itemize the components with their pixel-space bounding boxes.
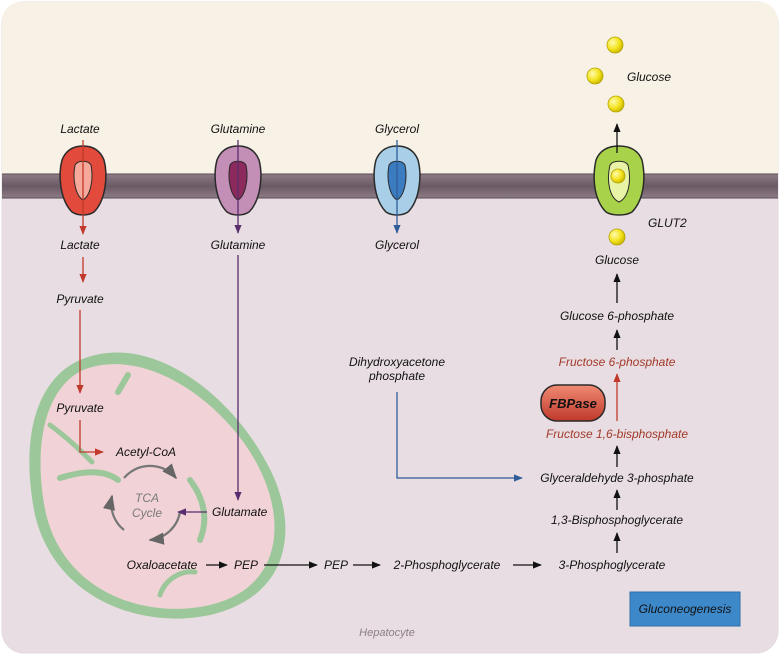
tca-label-line1: TCA [135,491,159,505]
mitochondrion [29,352,286,619]
pep-cytosol-label: PEP [324,558,348,572]
fructose-1-6-bisphosphate-label: Fructose 1,6-bisphosphate [546,427,688,441]
lactate-outside-label: Lactate [60,122,100,136]
1-3-bisphosphoglycerate-label: 1,3-Bisphosphoglycerate [551,513,683,527]
fbpase-enzyme: FBPase [540,384,606,422]
pathway-arrows [76,123,621,569]
glucose-outside-label: Glucose [627,70,671,84]
labels: Lactate Glutamine Glycerol Glucose Lacta… [56,70,694,639]
glucose-inside-label: Glucose [595,253,639,267]
glycerol-inside-label: Glycerol [375,238,419,252]
pyruvate-mito-label: Pyruvate [56,401,104,415]
gluconeogenesis-badge: Gluconeogenesis [629,591,741,627]
pyruvate-cytosol-label: Pyruvate [56,292,104,306]
fructose-6-phosphate-label: Fructose 6-phosphate [559,355,676,369]
glyceraldehyde-3-phosphate-label: Glyceraldehyde 3-phosphate [540,471,694,485]
tca-cycle [102,463,182,545]
tca-label-line2: Cycle [132,506,162,520]
oxaloacetate-label: Oxaloacetate [127,558,198,572]
glucose-molecules [586,36,626,246]
glycerol-outside-label: Glycerol [375,122,419,136]
fbpase-label: FBPase [549,396,597,411]
glutamine-outside-label: Glutamine [211,122,266,136]
extracellular-space [2,2,778,174]
acetyl-coa-label: Acetyl-CoA [115,445,176,459]
dhap-label-line2: phosphate [368,369,425,383]
glutamate-label: Glutamate [212,505,268,519]
glut2-label: GLUT2 [648,216,687,230]
hepatocyte-label: Hepatocyte [359,627,415,639]
gluconeogenesis-label: Gluconeogenesis [639,602,732,616]
glutamine-inside-label: Glutamine [211,238,266,252]
3-phosphoglycerate-label: 3-Phosphoglycerate [559,558,666,572]
pep-mito-label: PEP [234,558,258,572]
dhap-label-line1: Dihydroxyacetone [349,355,445,369]
glucose-6-phosphate-label: Glucose 6-phosphate [560,309,674,323]
lactate-inside-label: Lactate [60,238,100,252]
2-phosphoglycerate-label: 2-Phosphoglycerate [393,558,501,572]
